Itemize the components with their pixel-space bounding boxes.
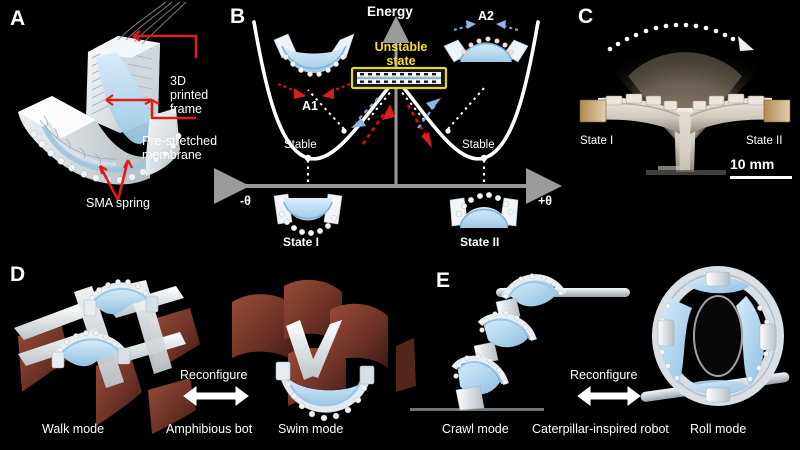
scale-bar-label: 10 mm [730, 156, 775, 172]
crawl-mode-caption: Crawl mode [442, 422, 509, 436]
stable-right-label: Stable [462, 139, 495, 151]
annotation-line-3: frame [170, 102, 202, 116]
unstable-state-label: Unstable state [356, 40, 446, 69]
trajectory-arrowhead [738, 36, 754, 51]
annotation-line-1: Pre-stretched [142, 134, 218, 148]
bistable-unit-upper [83, 279, 159, 317]
segment-top [501, 273, 567, 307]
panel-a: A [0, 0, 222, 258]
segment-bottom [451, 353, 509, 395]
annotation-line-2: printed [170, 88, 209, 102]
bistable-unit-lower [51, 330, 131, 369]
arrow-red-path-right [406, 104, 432, 148]
panel-b-energy-landscape [214, 0, 570, 258]
arrow-red-path-left [361, 104, 395, 145]
segment-middle [477, 310, 537, 348]
inset-actuator-a1 [273, 33, 355, 99]
schematic-state-ii [449, 191, 519, 228]
amphibious-bot-caption: Amphibious bot [166, 422, 253, 436]
walk-mode-robot [14, 279, 200, 434]
annotation-sma-spring: SMA spring [86, 196, 150, 210]
panel-c-photograph [570, 0, 800, 200]
trajectory-dotted-arc [607, 22, 736, 52]
reconfigure-label-e: Reconfigure [570, 368, 638, 382]
swim-mode-robot [232, 279, 388, 422]
inset-actuator-a2 [443, 20, 529, 63]
swim-mode-caption: Swim mode [278, 422, 344, 436]
panel-a-illustration [0, 0, 222, 258]
frame-lower-arc [18, 96, 150, 185]
leader-dotted-minima [306, 160, 486, 186]
inset-unstable-state [350, 66, 448, 90]
panel-d-letter: D [10, 263, 26, 286]
annotation-leaders [98, 30, 198, 201]
state-i-label: State I [580, 135, 614, 147]
annotation-line-2: membrane [142, 148, 202, 162]
frame-right-lower [146, 108, 182, 176]
reconfigure-label-d: Reconfigure [180, 368, 248, 382]
panel-d: D [0, 258, 400, 450]
leader-dotted-insets [307, 87, 485, 130]
x-axis-left-label: -θ [240, 194, 251, 208]
panel-e-letter: E [436, 269, 451, 292]
actuator-a2-label: A2 [478, 9, 494, 23]
arch-arm-right [689, 93, 791, 134]
arch-arm-left [579, 93, 681, 134]
annotation-pre-stretched-membrane: Pre-stretched membrane [142, 134, 224, 162]
unstable-line-2: state [386, 54, 416, 69]
roll-mode-caption: Roll mode [690, 422, 747, 436]
pre-stretched-membrane [96, 52, 151, 144]
x-axis-right-label: +θ [538, 194, 553, 208]
state-ii-label: State II [460, 235, 500, 249]
annotation-3d-printed-frame: 3D printed frame [170, 74, 222, 116]
arrow-blue-path-left [351, 97, 379, 128]
y-axis-label: Energy [367, 4, 413, 19]
panel-c: C [570, 0, 800, 258]
walk-mode-caption: Walk mode [42, 422, 105, 436]
reconfigure-arrow-e [577, 386, 641, 406]
panel-b-letter: B [230, 5, 246, 28]
panel-e: E [396, 258, 800, 450]
unstable-line-1: Unstable [374, 40, 428, 54]
scale-bar [730, 176, 792, 179]
panel-e-illustration [396, 258, 800, 450]
reconfigure-arrow-d [183, 386, 249, 406]
panel-d-illustration [0, 258, 400, 450]
crawl-mode-robot [410, 273, 630, 411]
caterpillar-robot-caption: Caterpillar-inspired robot [532, 422, 669, 436]
arrow-blue-path-right [417, 98, 441, 129]
actuator-a1-label: A1 [302, 99, 318, 113]
panel-a-letter: A [10, 7, 26, 30]
state-i-label: State I [283, 235, 320, 249]
roll-mode-robot [640, 266, 790, 406]
bistable-unit-swim [275, 361, 375, 422]
panel-c-letter: C [578, 5, 594, 28]
wires [117, 1, 187, 45]
state-ii-label: State II [746, 135, 783, 147]
schematic-state-i [273, 193, 343, 236]
annotation-line-1: 3D [170, 74, 186, 88]
panel-b: B [214, 0, 570, 258]
stable-left-label: Stable [284, 139, 317, 151]
